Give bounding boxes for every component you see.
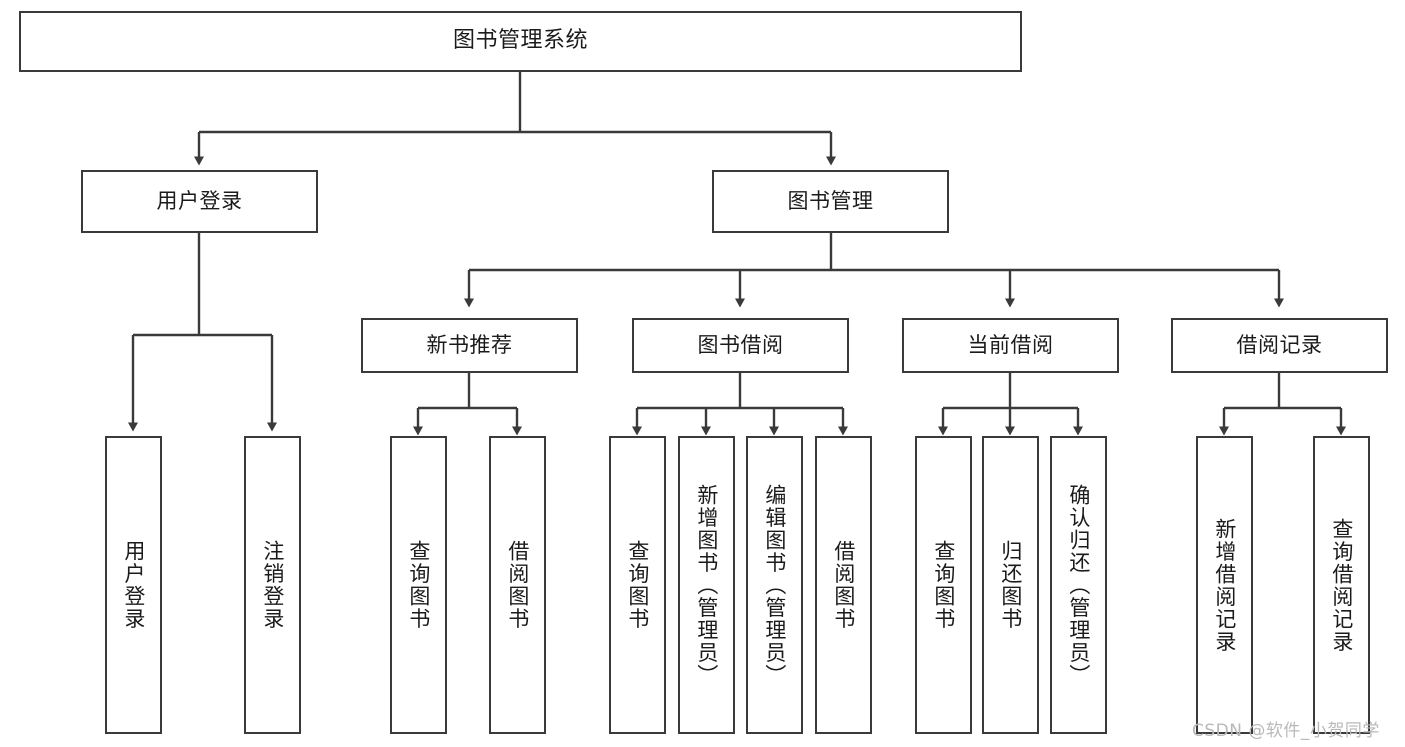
node-label: 借阅图书: [505, 540, 530, 630]
node-label: 新增图书（管理员）: [694, 483, 719, 687]
node-label: 图书管理: [787, 188, 874, 213]
node-leaf-query-borrow-record[interactable]: 查询借阅记录: [1313, 436, 1370, 734]
node-label: 确认归还（管理员）: [1066, 483, 1091, 687]
node-leaf-query-book-borrow[interactable]: 查询图书: [609, 436, 666, 734]
node-label: 用户登录: [156, 188, 243, 213]
node-leaf-user-login[interactable]: 用户登录: [105, 436, 162, 734]
node-leaf-borrow-book[interactable]: 借阅图书: [815, 436, 872, 734]
node-leaf-borrow-book-new[interactable]: 借阅图书: [489, 436, 546, 734]
node-leaf-query-book-new[interactable]: 查询图书: [390, 436, 447, 734]
node-label: 借阅图书: [831, 540, 856, 630]
node-label: 归还图书: [998, 540, 1023, 630]
node-label: 当前借阅: [967, 332, 1054, 357]
node-new-book-recommendation[interactable]: 新书推荐: [361, 318, 578, 373]
node-user-login[interactable]: 用户登录: [81, 170, 318, 233]
node-label: 图书管理系统: [452, 28, 588, 54]
node-label: 借阅记录: [1236, 332, 1323, 357]
node-label: 查询图书: [931, 540, 956, 630]
node-borrowing-record[interactable]: 借阅记录: [1171, 318, 1388, 373]
node-label: 编辑图书（管理员）: [762, 483, 787, 687]
node-leaf-edit-book-admin[interactable]: 编辑图书（管理员）: [746, 436, 803, 734]
node-label: 用户登录: [121, 540, 146, 630]
node-label: 查询借阅记录: [1329, 517, 1354, 653]
node-leaf-query-book-current[interactable]: 查询图书: [915, 436, 972, 734]
node-book-management[interactable]: 图书管理: [712, 170, 949, 233]
node-leaf-return-book[interactable]: 归还图书: [982, 436, 1039, 734]
node-leaf-add-borrow-record[interactable]: 新增借阅记录: [1196, 436, 1253, 734]
node-book-borrowing[interactable]: 图书借阅: [632, 318, 849, 373]
node-label: 查询图书: [625, 540, 650, 630]
node-label: 图书借阅: [697, 332, 784, 357]
node-leaf-confirm-return-admin[interactable]: 确认归还（管理员）: [1050, 436, 1107, 734]
csdn-watermark: CSDN @软件_小贺同学: [1192, 721, 1380, 741]
node-label: 查询图书: [406, 540, 431, 630]
node-label: 新书推荐: [426, 332, 513, 357]
node-current-borrowing[interactable]: 当前借阅: [902, 318, 1119, 373]
node-leaf-logout[interactable]: 注销登录: [244, 436, 301, 734]
node-label: 注销登录: [260, 540, 285, 630]
node-root-book-management-system[interactable]: 图书管理系统: [19, 11, 1022, 72]
node-leaf-add-book-admin[interactable]: 新增图书（管理员）: [678, 436, 735, 734]
node-label: 新增借阅记录: [1212, 517, 1237, 653]
